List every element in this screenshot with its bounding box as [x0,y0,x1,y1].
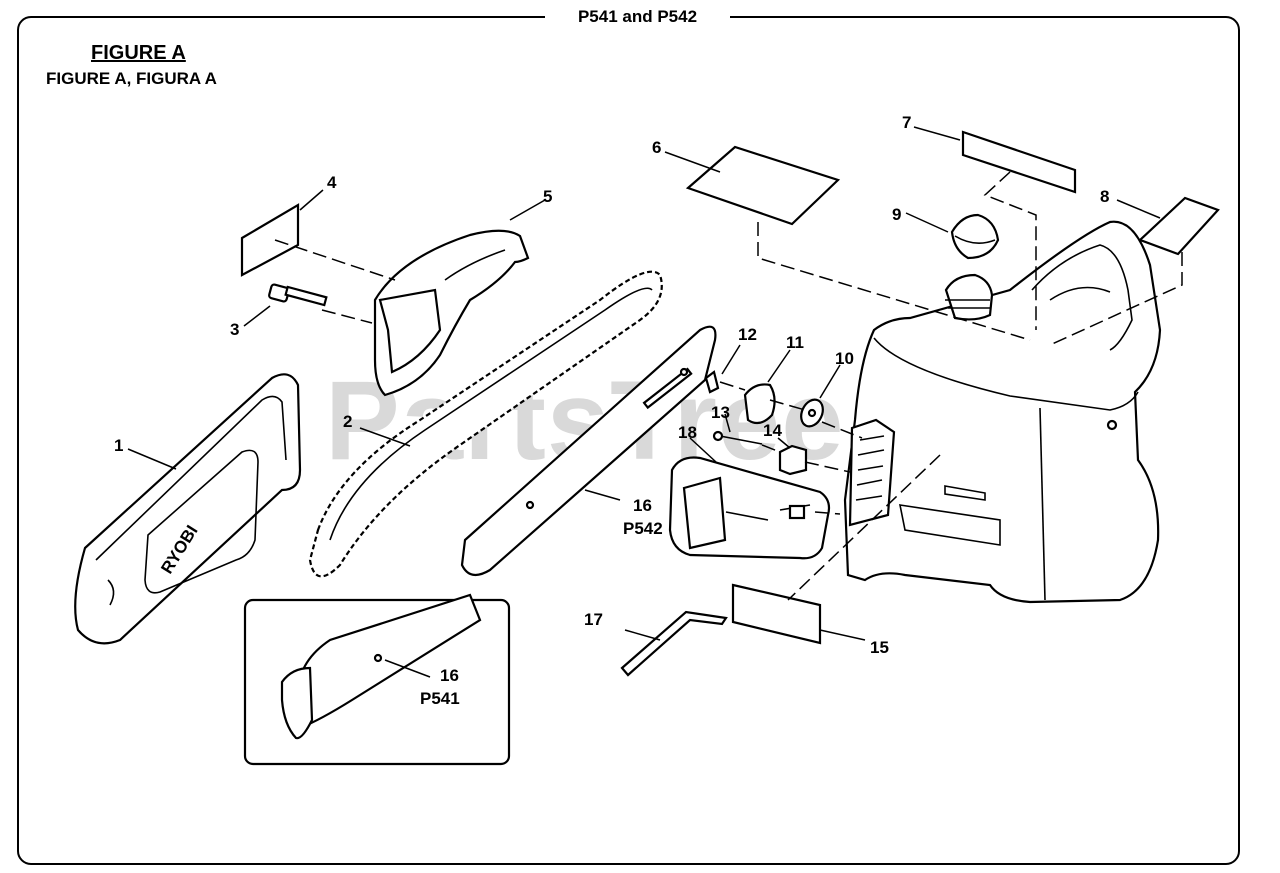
callout-11: 11 [786,333,804,352]
callout-3: 3 [230,320,239,339]
part-housing [843,220,1162,604]
callout-10: 10 [835,349,854,368]
callout-6: 6 [652,138,661,157]
callout-7: 7 [902,113,911,132]
callout-9: 9 [892,205,901,224]
callout-14: 14 [763,421,782,440]
part-14-nut [778,444,808,476]
assembly-lines [274,171,1183,601]
part-8-label [1137,196,1220,256]
part-10-washer [800,398,824,428]
page-title: P541 and P542 [545,6,730,28]
callout-4: 4 [327,173,337,192]
part-2-chain [308,270,663,578]
variant-p541: P541 [420,689,460,708]
callout-12: 12 [738,325,757,344]
callout-15: 15 [870,638,889,657]
callout-18: 18 [678,423,697,442]
callout-17: 17 [584,610,603,629]
callout-labels: 1 2 3 4 5 6 7 8 9 10 11 12 13 14 15 16 P… [114,113,1109,708]
callout-16-p541: 16 [440,666,459,685]
callout-8: 8 [1100,187,1109,206]
part-11-sprocket [743,383,776,425]
leader-lines [127,126,1161,678]
part-12-clip [704,370,720,394]
p541-inset [243,593,511,766]
part-4-label [240,203,300,277]
part-18-tensioner-kit [668,456,831,560]
part-1-bar-cover: RYOBI [74,373,302,645]
callout-2: 2 [343,412,352,431]
variant-p542: P542 [623,519,663,538]
part-5-sprocket-cover [373,229,530,397]
figure-subtitle: FIGURE A, FIGURA A [46,69,217,88]
part-9-oil-cap [950,213,1000,260]
callout-1: 1 [114,436,123,455]
part-16-guide-bar-p542 [460,325,717,577]
part-13-screw [712,430,763,445]
part-3-bolt [268,283,328,307]
figure-title: FIGURE A [91,42,186,64]
part-17-hex-key [620,610,728,677]
part-15-label [731,583,822,645]
callout-16-p542: 16 [633,496,652,515]
part-6-label [685,145,841,226]
callout-13: 13 [711,403,730,422]
part-7-label [961,130,1077,194]
callout-5: 5 [543,187,552,206]
